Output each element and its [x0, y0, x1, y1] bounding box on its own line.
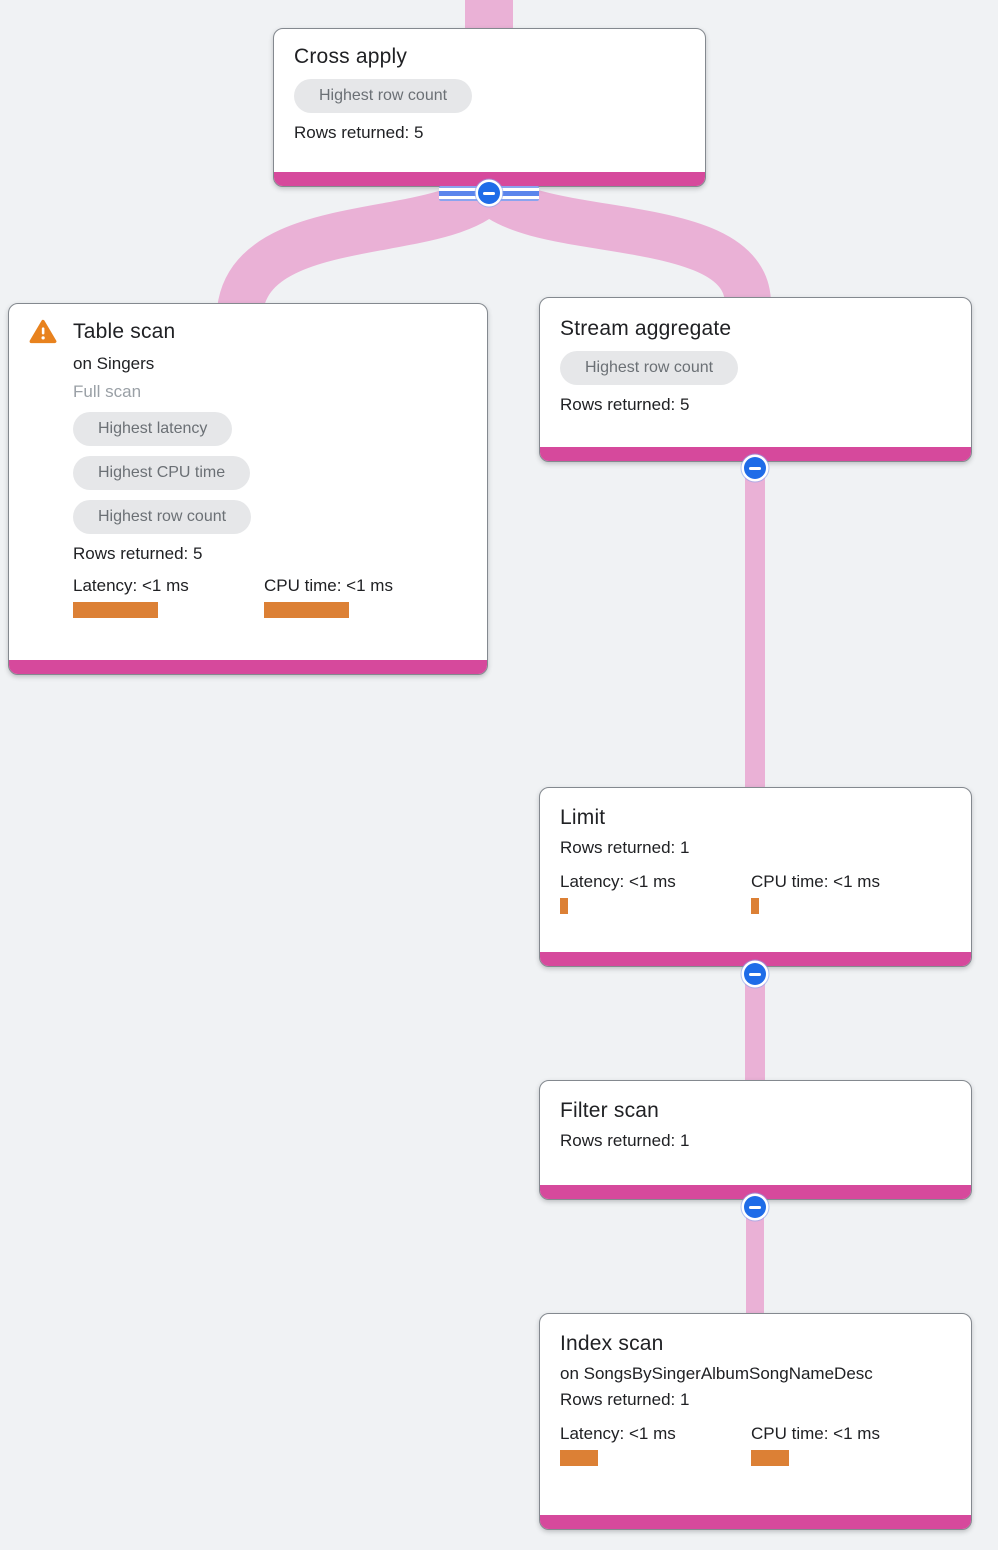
node-target: on SongsBySingerAlbumSongNameDesc [560, 1364, 873, 1383]
minus-icon [749, 1205, 761, 1209]
link-cross-apply-to-table-scan [217, 172, 506, 315]
latency-bar [560, 1450, 598, 1466]
node-filter-scan[interactable]: Filter scan Rows returned: 1 [539, 1080, 972, 1200]
node-accent-bar [540, 1515, 971, 1529]
latency-bar [560, 898, 568, 914]
collapse-cross-apply-children-button[interactable] [478, 182, 500, 204]
latency-label: Latency: <1 ms [73, 576, 189, 595]
rows-returned: Rows returned: 5 [73, 544, 203, 563]
node-accent-bar [540, 447, 971, 461]
cpu-time-bar [751, 898, 759, 914]
cpu-time-bar [751, 1450, 789, 1466]
badge-highest-cpu-time: Highest CPU time [73, 456, 251, 490]
collapse-filter-scan-children-button[interactable] [744, 1196, 766, 1218]
cpu-metric: CPU time: <1 ms [264, 576, 455, 618]
node-accent-bar [274, 172, 705, 186]
cpu-time-label: CPU time: <1 ms [751, 872, 880, 891]
cpu-time-label: CPU time: <1 ms [264, 576, 393, 595]
rows-returned: Rows returned: 5 [294, 123, 424, 142]
node-accent-bar [540, 952, 971, 966]
cpu-metric: CPU time: <1 ms [751, 1424, 942, 1466]
node-table-scan[interactable]: Table scan on Singers Full scan Highest … [8, 303, 488, 675]
badge-highest-row-count: Highest row count [560, 351, 739, 385]
node-title: Filter scan [560, 1099, 660, 1122]
node-title: Table scan [73, 320, 176, 343]
node-accent-bar [9, 660, 487, 674]
badge-highest-latency: Highest latency [73, 412, 233, 446]
badge-highest-row-count: Highest row count [294, 79, 473, 113]
node-title: Stream aggregate [560, 317, 732, 340]
node-cross-apply[interactable]: Cross apply Highest row count Rows retur… [273, 28, 706, 187]
node-stream-aggregate[interactable]: Stream aggregate Highest row count Rows … [539, 297, 972, 462]
node-limit[interactable]: Limit Rows returned: 1 Latency: <1 ms CP… [539, 787, 972, 967]
cpu-time-label: CPU time: <1 ms [751, 1424, 880, 1443]
scan-type: Full scan [73, 382, 142, 401]
latency-metric: Latency: <1 ms [560, 872, 751, 914]
metrics-row: Latency: <1 ms CPU time: <1 ms [560, 1424, 951, 1466]
rows-returned: Rows returned: 1 [560, 1390, 690, 1409]
node-index-scan[interactable]: Index scan on SongsBySingerAlbumSongName… [539, 1313, 972, 1530]
latency-metric: Latency: <1 ms [73, 576, 264, 618]
collapse-limit-children-button[interactable] [744, 963, 766, 985]
latency-label: Latency: <1 ms [560, 1424, 676, 1443]
rows-returned: Rows returned: 1 [560, 1131, 690, 1150]
collapse-stream-aggregate-children-button[interactable] [744, 457, 766, 479]
cpu-metric: CPU time: <1 ms [751, 872, 942, 914]
node-title: Cross apply [294, 45, 408, 68]
metrics-row: Latency: <1 ms CPU time: <1 ms [73, 576, 467, 618]
latency-label: Latency: <1 ms [560, 872, 676, 891]
latency-metric: Latency: <1 ms [560, 1424, 751, 1466]
node-title: Limit [560, 806, 606, 829]
minus-icon [749, 466, 761, 470]
rows-returned: Rows returned: 5 [560, 395, 690, 414]
node-title: Index scan [560, 1332, 664, 1355]
node-accent-bar [540, 1185, 971, 1199]
cpu-time-bar [264, 602, 349, 618]
minus-icon [749, 972, 761, 976]
rows-returned: Rows returned: 1 [560, 838, 690, 857]
latency-bar [73, 602, 158, 618]
badge-highest-row-count: Highest row count [73, 500, 252, 534]
node-target: on Singers [73, 354, 155, 373]
metrics-row: Latency: <1 ms CPU time: <1 ms [560, 872, 951, 914]
link-cross-apply-to-stream-aggregate [472, 172, 771, 307]
minus-icon [483, 191, 495, 195]
warning-icon [29, 319, 57, 344]
